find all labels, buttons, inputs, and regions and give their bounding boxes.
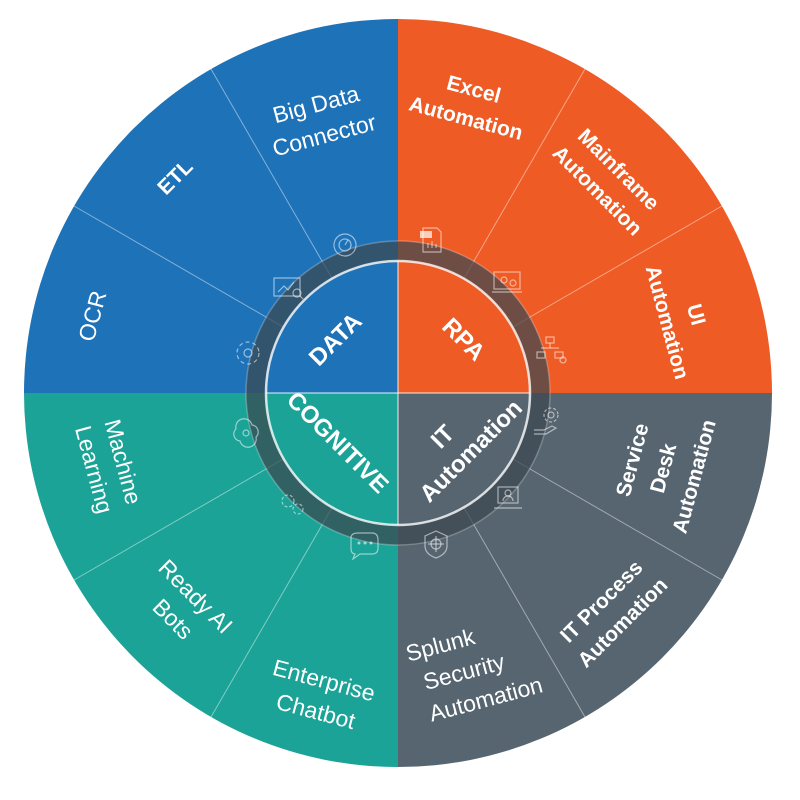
- cycle-gear-icon: [236, 341, 260, 365]
- user-screen-icon: [494, 486, 522, 509]
- analytics-icon: [273, 277, 304, 300]
- hand-gear-icon: [534, 407, 559, 435]
- shield-icon: [424, 530, 448, 559]
- brain-icon: [233, 418, 259, 448]
- monitor-gears-icon: [492, 271, 522, 293]
- dashboard-icon: [333, 233, 357, 257]
- core-rpa: [398, 261, 530, 393]
- gears-icon: [281, 494, 304, 515]
- core-it: [398, 393, 530, 525]
- xls-file-icon: [420, 227, 442, 253]
- chat-icon: [350, 532, 379, 561]
- core-data: [266, 261, 398, 393]
- flowchart-icon: [536, 336, 567, 364]
- segment-dividers: [73, 68, 723, 718]
- core-cognitive: [266, 393, 398, 525]
